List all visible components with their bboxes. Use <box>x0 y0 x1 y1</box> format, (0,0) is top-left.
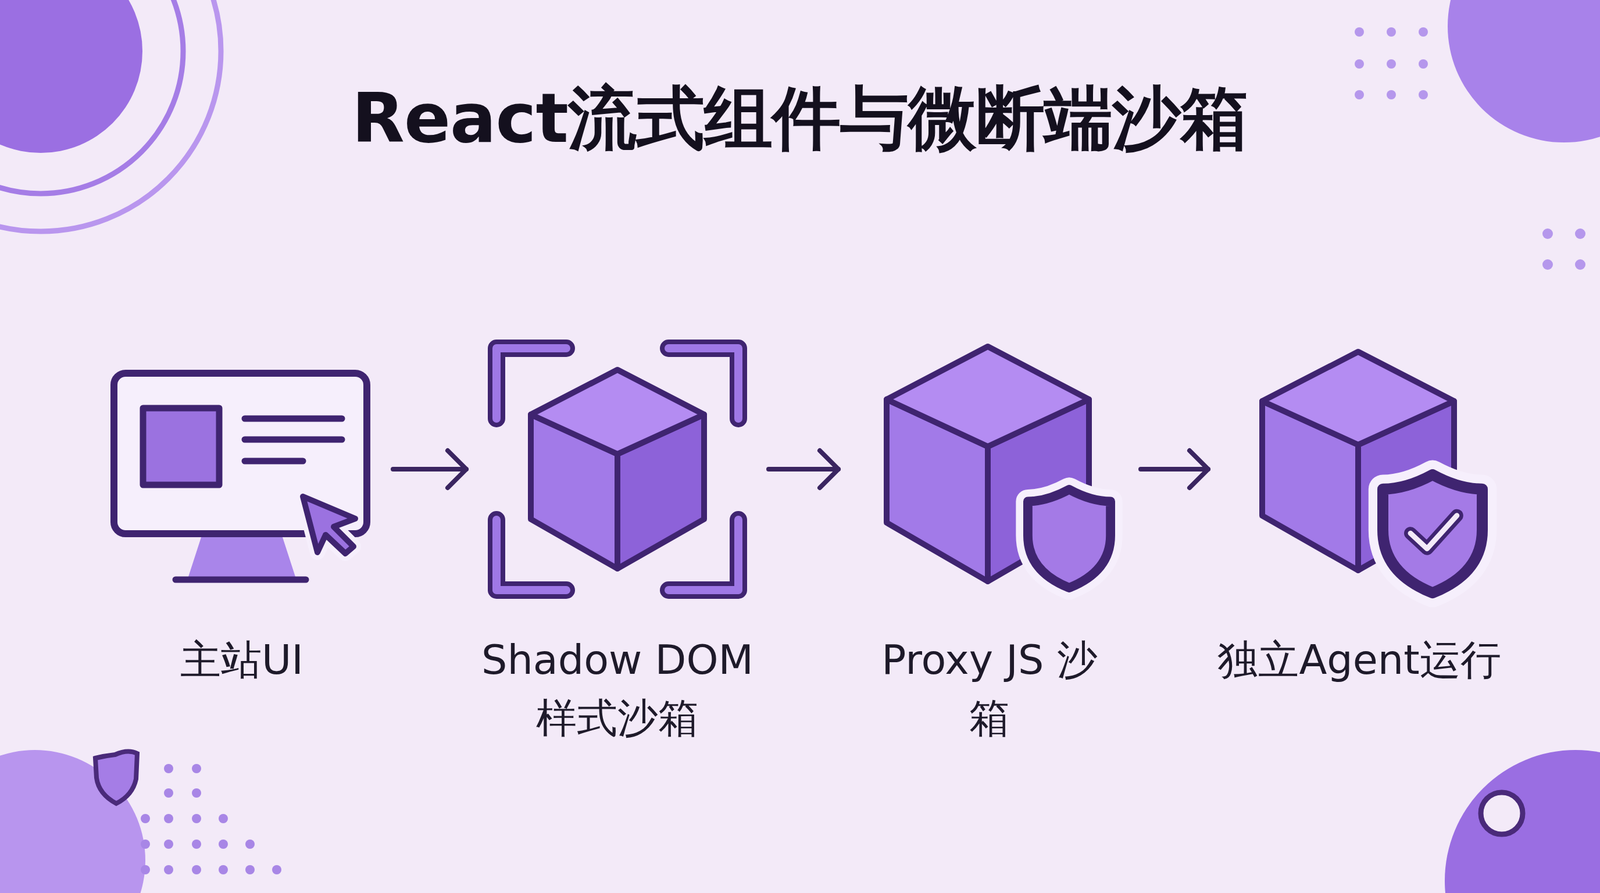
dot-grid <box>163 788 174 798</box>
cube-shield-icon <box>886 346 1111 588</box>
cube-top-face <box>886 346 1089 447</box>
dot-grid <box>140 763 282 875</box>
text-line <box>244 436 342 444</box>
cursor-arrow <box>302 496 356 554</box>
corner-circle <box>1444 750 1600 893</box>
flow-arrow <box>768 450 839 488</box>
dot-grid <box>245 839 255 849</box>
corner-ring <box>1480 792 1523 835</box>
dot-grid <box>218 813 228 824</box>
dot-grid <box>140 813 150 824</box>
image-block <box>143 408 220 485</box>
dot-grid <box>245 865 255 875</box>
dot-grid <box>1542 228 1586 270</box>
check-shield-symbol <box>1383 475 1483 594</box>
dot-grid <box>1354 59 1364 69</box>
dot-grid <box>140 865 150 875</box>
dot-grid <box>191 839 202 849</box>
shield-decoration <box>95 751 138 804</box>
node-label: Shadow DOM 样式沙箱 <box>466 630 769 748</box>
flow-arrow <box>1140 450 1209 488</box>
dot-grid <box>1575 228 1586 239</box>
dot-grid <box>1542 259 1553 270</box>
arrow-line <box>768 466 839 472</box>
dot-grid <box>218 839 228 849</box>
arrow-head <box>447 450 467 488</box>
corner-ring <box>0 0 184 194</box>
check-shield-symbol <box>1383 475 1483 594</box>
dot-grid <box>272 865 282 875</box>
dot-grid <box>191 788 202 798</box>
cube-check-icon <box>1262 351 1483 594</box>
check-mark <box>1410 515 1457 549</box>
cube-top-face <box>530 369 705 455</box>
node-label: Proxy JS 沙箱 <box>873 630 1106 748</box>
shield-symbol <box>1027 489 1111 588</box>
dot-grid <box>191 813 202 824</box>
node-label: 主站UI <box>90 630 394 689</box>
dot-grid <box>1418 90 1428 100</box>
flow-arrow <box>393 450 467 488</box>
dot-grid <box>1354 27 1428 100</box>
monitor-icon <box>113 373 367 580</box>
diagram-title: React流式组件与微断端沙箱 <box>0 74 1600 162</box>
monitor-stand <box>188 533 296 577</box>
stage-node: 独立Agent运行 <box>1208 337 1511 756</box>
stage-node: Proxy JS 沙箱 <box>838 337 1141 756</box>
dot-grid <box>1386 59 1396 69</box>
dot-grid <box>163 763 174 774</box>
corner-bracket <box>496 348 739 591</box>
arrow-head <box>819 450 839 488</box>
text-line <box>244 458 303 465</box>
corner-circle <box>0 750 146 893</box>
stage-node: Shadow DOM 样式沙箱 <box>466 337 769 756</box>
dot-grid <box>1354 90 1364 100</box>
corner-circle <box>0 0 143 153</box>
check-mark <box>1410 515 1457 549</box>
arrow-line <box>393 466 467 472</box>
corner-circle <box>1447 0 1600 143</box>
dot-grid <box>1418 59 1428 69</box>
dot-grid <box>1386 27 1396 37</box>
dot-grid <box>163 839 174 849</box>
node-label: 独立Agent运行 <box>1208 630 1511 689</box>
dot-grid <box>163 813 174 824</box>
arrow-head <box>1189 450 1209 488</box>
dot-grid <box>1354 27 1364 37</box>
shield-symbol <box>1027 489 1111 588</box>
shield-symbol <box>1027 489 1111 588</box>
dot-grid <box>1575 259 1586 270</box>
dot-grid <box>1418 27 1428 37</box>
dot-grid <box>218 865 228 875</box>
check-shield-symbol <box>1383 475 1483 594</box>
dot-grid <box>191 763 202 774</box>
corner-ring <box>0 0 221 232</box>
stage-node: 主站UI <box>90 337 394 756</box>
monitor-base <box>175 576 306 584</box>
arrow-line <box>1140 466 1209 472</box>
cursor-halo <box>302 496 356 554</box>
dot-grid <box>140 839 150 849</box>
cube-icon <box>496 348 739 591</box>
dot-grid <box>1542 228 1553 239</box>
dot-grid <box>1386 90 1396 100</box>
dot-grid <box>191 865 202 875</box>
text-line <box>244 415 342 423</box>
cube-top-face <box>1262 351 1455 445</box>
dot-grid <box>163 865 174 875</box>
